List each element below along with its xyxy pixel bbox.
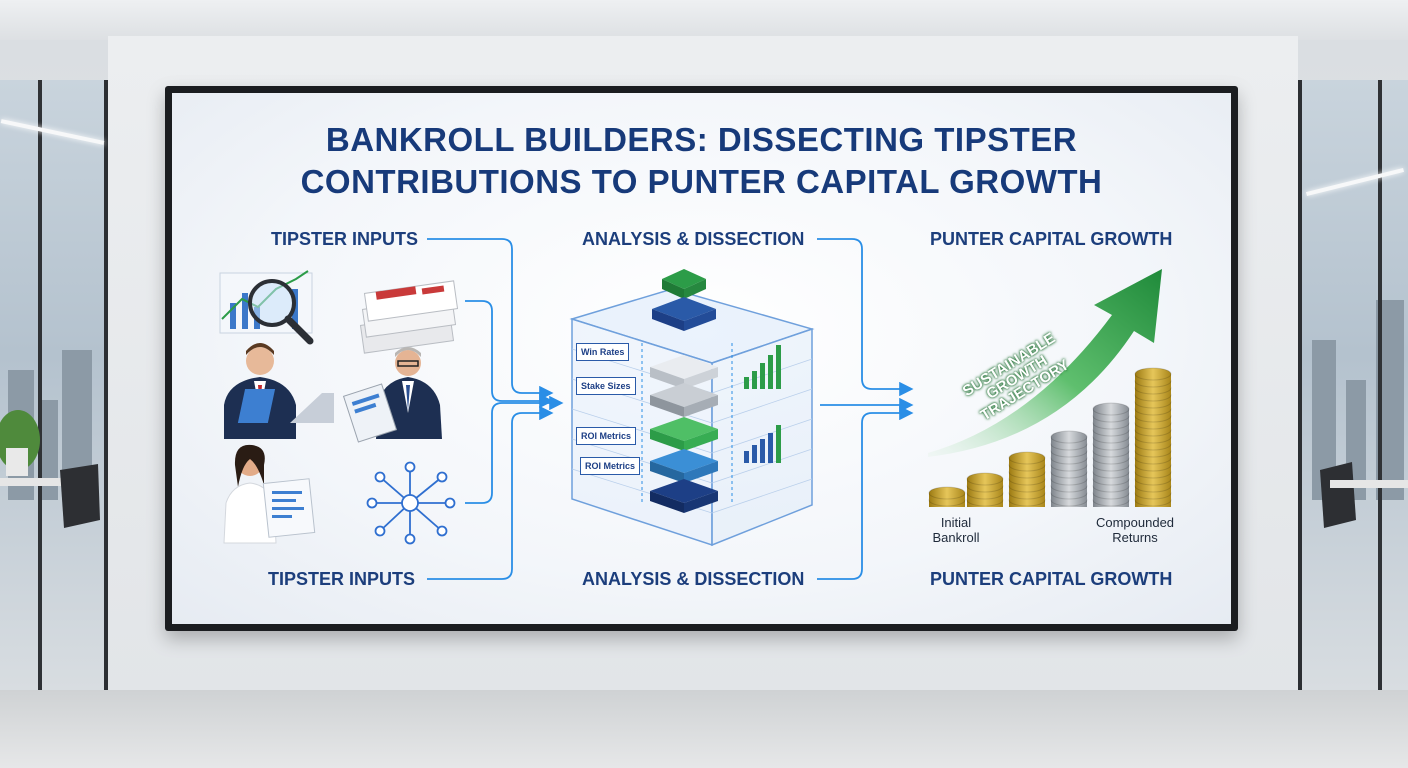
growth-arrow-icon bbox=[928, 269, 1162, 457]
window-mullion bbox=[1378, 80, 1382, 690]
cube-tag-roi-metrics: ROI Metrics bbox=[576, 427, 637, 445]
compounded-label-line-1: Compounded bbox=[1095, 515, 1175, 530]
ceiling bbox=[0, 0, 1408, 40]
label-tipster-inputs-top: TIPSTER INPUTS bbox=[271, 229, 419, 249]
infographic: BANKROLL BUILDERS: DISSECTING TIPSTER CO… bbox=[172, 93, 1231, 624]
infographic-graphics bbox=[219, 238, 1172, 580]
desk bbox=[1330, 480, 1408, 488]
coin-top bbox=[1134, 367, 1172, 381]
label-analysis-top: ANALYSIS & DISSECTION bbox=[582, 229, 805, 249]
title-line-2: CONTRIBUTIONS TO PUNTER CAPITAL GROWTH bbox=[300, 163, 1103, 200]
neural-network-icon bbox=[366, 461, 456, 545]
window-mullion bbox=[38, 80, 42, 690]
cube-tag-win-rates: Win Rates bbox=[576, 343, 630, 361]
coin-stack-icon bbox=[928, 367, 1172, 507]
coin-top bbox=[928, 486, 966, 500]
skyline-building bbox=[40, 400, 58, 500]
compounded-returns-label: Compounded Returns bbox=[1080, 515, 1190, 545]
analysis-cube-icon bbox=[569, 269, 815, 547]
label-growth-top: PUNTER CAPITAL GROWTH bbox=[930, 229, 1173, 249]
infographic-title: BANKROLL BUILDERS: DISSECTING TIPSTER CO… bbox=[172, 119, 1231, 203]
coin-top bbox=[1092, 402, 1130, 416]
flow-lines-inputs bbox=[427, 238, 564, 580]
plant-pot bbox=[6, 448, 28, 476]
coin-top bbox=[1050, 430, 1088, 444]
coin-top bbox=[966, 472, 1004, 486]
title-line-1: BANKROLL BUILDERS: DISSECTING TIPSTER bbox=[325, 121, 1078, 158]
label-analysis-bottom: ANALYSIS & DISSECTION bbox=[582, 569, 805, 589]
analyst-report-icon bbox=[223, 444, 316, 544]
initial-label-line-2: Bankroll bbox=[932, 530, 980, 545]
magnifier-chart-icon bbox=[219, 270, 314, 345]
cube-tag-roi-metrics-2: ROI Metrics bbox=[580, 457, 641, 475]
chair-icon bbox=[1320, 462, 1356, 528]
initial-label-line-1: Initial bbox=[940, 515, 972, 530]
cube-tag-stake-sizes: Stake Sizes bbox=[576, 377, 636, 395]
display-screen: BANKROLL BUILDERS: DISSECTING TIPSTER CO… bbox=[165, 86, 1238, 631]
label-tipster-inputs-bottom: TIPSTER INPUTS bbox=[268, 569, 416, 589]
floor bbox=[0, 690, 1408, 768]
coin-top bbox=[1008, 451, 1046, 465]
flow-lines-analysis bbox=[817, 238, 914, 580]
compounded-label-line-2: Returns bbox=[1112, 530, 1158, 545]
ticket-stack-icon bbox=[359, 280, 459, 354]
analyst-tablet-icon bbox=[342, 347, 442, 443]
chair-icon bbox=[60, 464, 100, 528]
label-growth-bottom: PUNTER CAPITAL GROWTH bbox=[930, 569, 1173, 589]
initial-bankroll-label: Initial Bankroll bbox=[916, 515, 996, 545]
desk bbox=[0, 478, 92, 486]
analyst-laptop-icon bbox=[224, 343, 334, 439]
